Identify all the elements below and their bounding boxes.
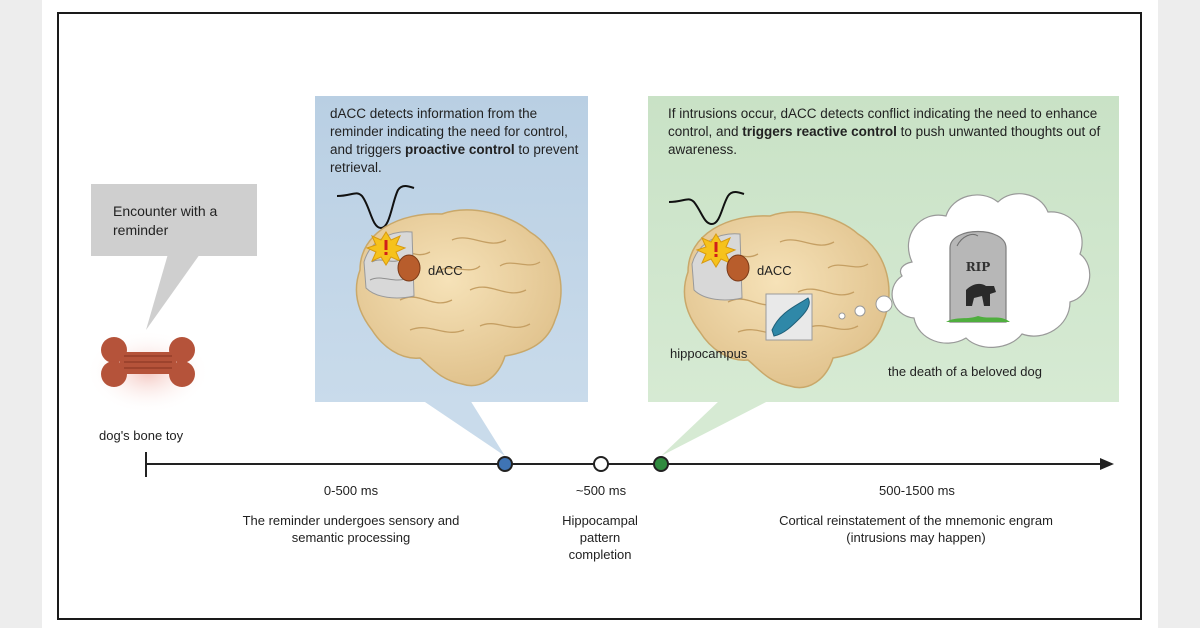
phase-3-time: 500-1500 ms <box>879 483 955 498</box>
phase-2-description-line-3: completion <box>568 547 632 562</box>
reminder-bubble-text: Encounter with a reminder <box>113 203 218 238</box>
bone-label: dog's bone toy <box>99 428 184 443</box>
timeline-arrowhead <box>1100 458 1114 470</box>
phase-2-description-line-2: pattern <box>579 530 621 545</box>
dacc-label: dACC <box>428 263 463 278</box>
reactive-panel-text: If intrusions occur, dACC detects confli… <box>668 106 1101 157</box>
bubble-tail-green <box>661 400 770 456</box>
phase-2-description-line-1: Hippocampal <box>562 513 638 528</box>
thought-caption: the death of a beloved dog <box>888 364 1042 379</box>
hippocampus-label: hippocampus <box>670 346 748 361</box>
bubble-tail-gray <box>146 254 200 330</box>
bubble-tail-blue <box>422 400 505 456</box>
proactive-panel-text: dACC detects information from the remind… <box>330 106 579 175</box>
timeline-marker-proactive <box>497 456 513 472</box>
dacc-label-reactive: dACC <box>757 263 792 278</box>
phase-3-description-line-1: Cortical reinstatement of the mnemonic e… <box>779 513 1053 528</box>
timeline-marker-reactive <box>653 456 669 472</box>
phase-2-time: ~500 ms <box>575 483 627 498</box>
proactive-control-panel: dACC detects information from the remind… <box>315 96 588 402</box>
phase-3-description-line-2: (intrusions may happen) <box>846 530 986 545</box>
reminder-bubble: Encounter with a reminder <box>91 184 257 256</box>
phase-1-time: 0-500 ms <box>323 483 379 498</box>
timeline-marker-hippocampal <box>593 456 609 472</box>
phase-1-description: The reminder undergoes sensory and seman… <box>242 513 460 545</box>
